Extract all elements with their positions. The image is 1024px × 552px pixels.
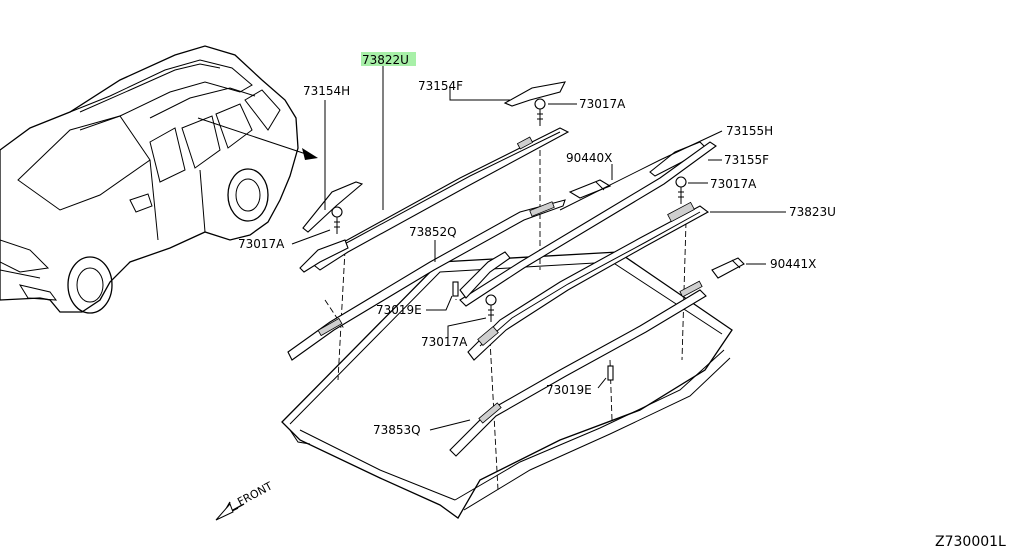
label-73154f: 73154F	[418, 79, 463, 93]
label-90440x: 90440X	[566, 151, 612, 165]
front-label: FRONT	[235, 479, 275, 508]
label-73852q: 73852Q	[409, 225, 457, 239]
label-73853q: 73853Q	[373, 423, 421, 437]
rail-cover-73853q	[449, 280, 707, 457]
label-73017a-4: 73017A	[421, 335, 468, 349]
label-73823u: 73823U	[789, 205, 836, 219]
roof-rail-73823u	[467, 201, 710, 361]
label-73822u: 73822U	[362, 53, 409, 67]
label-73019e-1: 73019E	[376, 303, 422, 317]
label-73017a-1: 73017A	[579, 97, 626, 111]
label-73017a-3: 73017A	[238, 237, 285, 251]
clip-90441x	[711, 257, 745, 279]
vehicle-illustration	[0, 45, 318, 314]
strip-73155h	[459, 141, 717, 307]
front-arrow-icon	[215, 503, 234, 521]
roof-panel	[281, 251, 733, 519]
cover-73154f	[503, 81, 566, 107]
label-73017a-2: 73017A	[710, 177, 757, 191]
bolt-73017a-mid	[485, 294, 497, 322]
cover-73154h	[302, 181, 364, 233]
screw-73019e-1	[452, 281, 459, 297]
label-73154h: 73154H	[303, 84, 350, 98]
rail-cover-73852q	[287, 199, 566, 361]
bolt-73017a-top	[534, 98, 546, 126]
bolt-73017a-right	[675, 176, 687, 204]
label-90441x: 90441X	[770, 257, 816, 271]
label-highlight	[361, 52, 416, 66]
leader-lines	[291, 65, 786, 431]
label-73019e-2: 73019E	[546, 383, 592, 397]
label-73155f: 73155F	[724, 153, 769, 167]
part-labels: 73822U 73154F 73017A 73154H 73155H 90440…	[238, 52, 836, 437]
mid-cover	[459, 251, 511, 299]
label-73155h: 73155H	[726, 124, 773, 138]
bolt-73017a-left	[331, 206, 343, 234]
end-cap-left	[299, 239, 349, 273]
diagram-id: Z730001L	[935, 534, 1006, 550]
front-indicator: FRONT	[215, 479, 275, 521]
roof-rail-73822u	[309, 127, 570, 271]
screw-73019e-2	[607, 365, 614, 381]
